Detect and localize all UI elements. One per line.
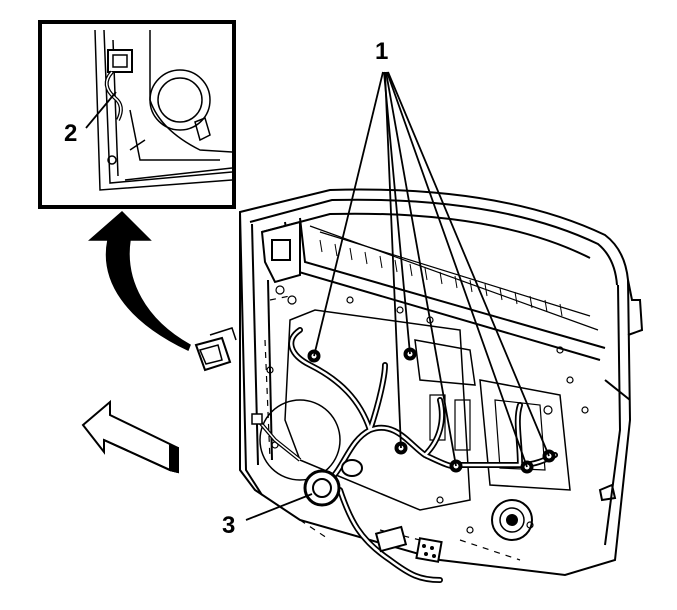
callout-2-label: 2 bbox=[64, 120, 78, 147]
callout-3-label: 3 bbox=[222, 512, 236, 539]
callout-1-leaders bbox=[313, 71, 550, 468]
view-direction-arrow bbox=[81, 399, 179, 474]
detail-inset bbox=[38, 20, 236, 209]
curved-arrow bbox=[88, 210, 191, 352]
wiring-harness bbox=[251, 327, 558, 583]
callout-2-leader bbox=[85, 91, 117, 129]
callout-3-leader bbox=[245, 493, 313, 521]
callout-1-label: 1 bbox=[375, 38, 389, 65]
detached-connector bbox=[194, 327, 237, 372]
